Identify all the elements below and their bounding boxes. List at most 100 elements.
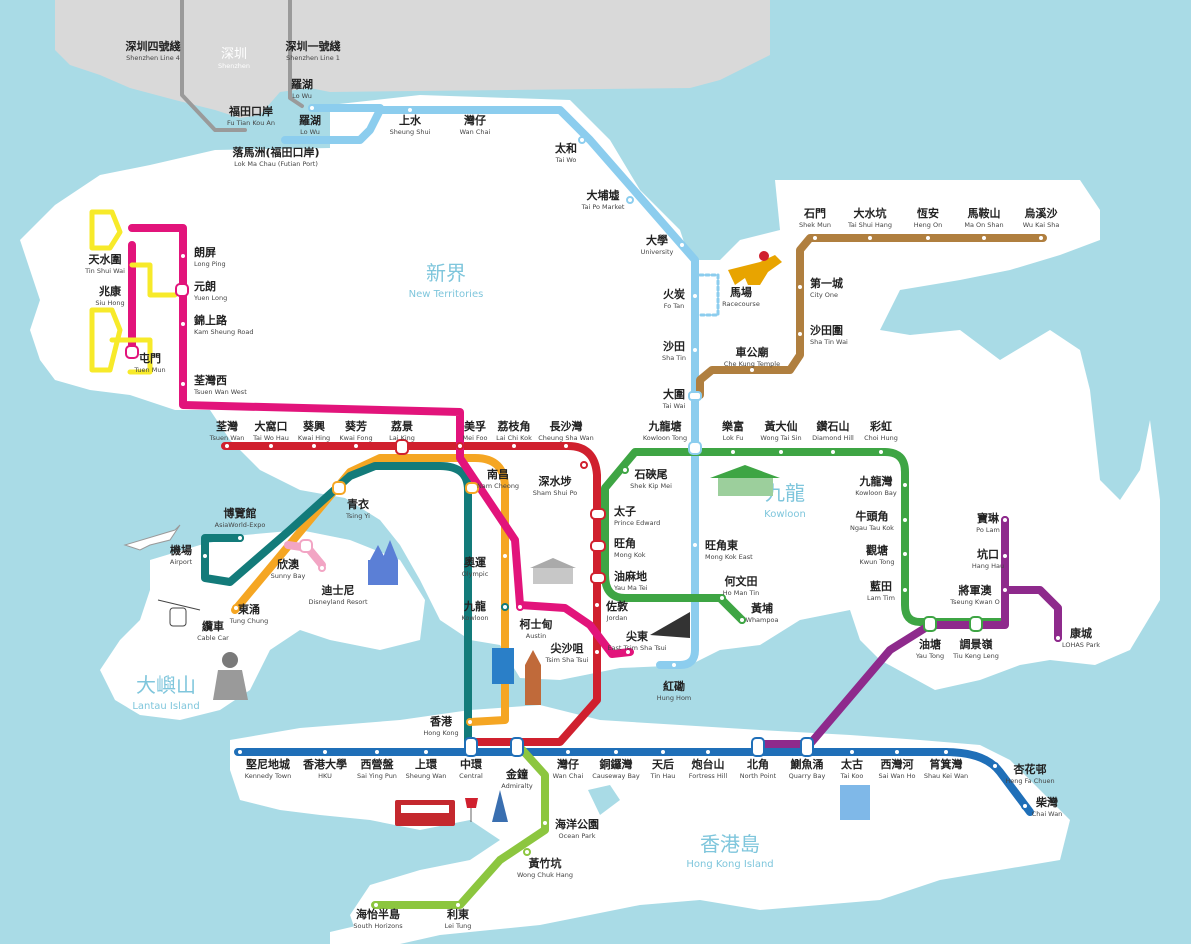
station-label-en: City One (810, 291, 838, 299)
station-label-en: Tai Koo (840, 772, 864, 780)
station-label-en: South Horizons (353, 922, 403, 930)
station-label-en: Nam Cheong (477, 482, 519, 490)
region-labels: 深圳 Shenzhen 新界 New Territories 九龍 Kowloo… (132, 47, 806, 870)
station-label-zh: 彩虹 (869, 419, 892, 433)
station-label-zh: 黃竹坑 (528, 856, 562, 870)
station-label-en: Sham Shui Po (533, 489, 578, 497)
tram-icon (395, 800, 455, 826)
station-marker-che-kung-temple (748, 366, 756, 374)
station-label-en: Long Ping (194, 260, 226, 268)
station-label-zh: 牛頭角 (856, 509, 889, 523)
station-label-en: Che Kung Temple (724, 360, 780, 368)
station-label-zh: 元朗 (194, 279, 216, 293)
station-label-en: Jordan (606, 614, 628, 622)
station-label-en: Kwai Hing (298, 434, 330, 442)
region-lantau-zh: 大嶼山 (136, 673, 196, 697)
station-marker-city-one (796, 283, 804, 291)
station-label-zh: 康城 (1070, 626, 1092, 640)
station-label-zh: 羅湖 (291, 77, 313, 91)
station-label-zh: 石門 (803, 207, 826, 220)
station-label-zh: 太和 (554, 141, 577, 155)
station-marker-lei-tung (454, 901, 462, 909)
station-marker-hong-kong (466, 718, 474, 726)
station-label-en: Shenzhen Line 1 (286, 54, 340, 62)
station-marker-prince-edward (590, 508, 606, 520)
station-label-en: Lo Wu (300, 128, 320, 136)
station-label-en: Wong Tai Sin (760, 434, 801, 442)
ma-on-shan-line (696, 234, 1047, 399)
station-label-en: Whampoa (746, 616, 779, 624)
station-label-zh: 沙田圍 (810, 324, 843, 337)
station-label-zh: 深圳四號綫 (126, 39, 181, 53)
station-marker-sai-wan-ho (893, 748, 901, 756)
station-marker-lai-king (395, 439, 409, 455)
station-label-en: Ho Man Tin (723, 589, 759, 597)
station-label-en: Diamond Hill (812, 434, 854, 442)
station-marker-cheung-sha-wan (562, 442, 570, 450)
station-marker-wu-kai-sha (1037, 234, 1045, 242)
station-label-zh: 火炭 (663, 287, 685, 301)
station-label-zh: 上水 (399, 113, 422, 127)
station-label-zh: 九龍灣 (859, 474, 893, 488)
station-label-zh: 北角 (747, 757, 769, 771)
station-label-en: Fu Tian Kou An (227, 119, 275, 127)
station-label-zh: 灣仔 (557, 757, 579, 771)
bank-tower-icon (492, 790, 508, 822)
station-label-en: Causeway Bay (592, 772, 640, 780)
station-label-zh: 荃灣西 (194, 373, 227, 387)
station-label-zh: 大圍 (663, 387, 685, 401)
cable-car-icon (157, 599, 201, 627)
station-label-en: Heng Fa Chuen (1005, 777, 1054, 785)
west-rail-line (128, 224, 634, 658)
station-label-en: Hung Hom (657, 694, 692, 702)
station-label-en: Yau Ma Tei (613, 584, 648, 592)
station-label-zh: 馬鞍山 (968, 206, 1001, 220)
station-label-en: Tai Shui Hang (847, 221, 892, 229)
station-label-en: Sheung Shui (390, 128, 431, 136)
hk-island (230, 705, 1070, 944)
station-marker-sha-tin-wai (796, 330, 804, 338)
station-markers (125, 104, 1062, 909)
station-label-en: Sheung Wan (406, 772, 447, 780)
station-label-en: Tsim Sha Tsui (545, 656, 589, 664)
station-label-en: University (641, 248, 674, 256)
station-label-en: Fortress Hill (689, 772, 728, 780)
station-label-en: HKU (318, 772, 332, 780)
station-marker-lohas-park (1054, 634, 1062, 642)
station-label-en: Prince Edward (614, 519, 660, 527)
station-label-zh: 美孚 (464, 419, 486, 433)
station-label-en: Shenzhen Line 4 (126, 54, 180, 62)
station-label-zh: 深圳一號綫 (286, 39, 341, 53)
station-label-en: Olympic (462, 570, 489, 578)
station-label-en: Quarry Bay (789, 772, 826, 780)
station-marker-fortress-hill (704, 748, 712, 756)
station-label-zh: 恆安 (917, 206, 939, 220)
station-label-en: Hang Hau (972, 562, 1004, 570)
station-marker-tin-hau (659, 748, 667, 756)
station-label-zh: 大水坑 (854, 206, 887, 220)
station-label-zh: 將軍澳 (959, 583, 993, 597)
station-label-en: Wu Kai Sha (1023, 221, 1060, 229)
station-label-zh: 烏溪沙 (1025, 206, 1058, 220)
station-label-en: AsiaWorld-Expo (215, 521, 266, 529)
station-label-zh: 堅尼地城 (246, 757, 290, 771)
south-island-line (371, 740, 549, 909)
station-label-en: Mong Kok East (705, 553, 753, 561)
tung-chung-line (231, 454, 509, 726)
station-label-zh: 大學 (646, 233, 668, 247)
station-label-zh: 旺角 (614, 536, 636, 550)
station-marker-tai-wo (578, 136, 586, 144)
station-label-zh: 尖東 (626, 629, 649, 643)
station-label-en: Tsuen Wan West (193, 388, 247, 396)
station-marker-causeway-bay (612, 748, 620, 756)
station-marker-po-lam (1001, 516, 1009, 524)
station-label-zh: 東涌 (238, 602, 260, 616)
station-label-en: Shek Mun (799, 221, 831, 229)
station-label-zh: 錦上路 (194, 313, 228, 327)
station-label-zh: 第一城 (810, 276, 843, 290)
station-label-en: Ocean Park (559, 832, 596, 840)
convention-centre-icon (588, 785, 620, 815)
station-marker-tai-wai (688, 391, 702, 401)
station-label-zh: 朗屏 (194, 245, 216, 259)
